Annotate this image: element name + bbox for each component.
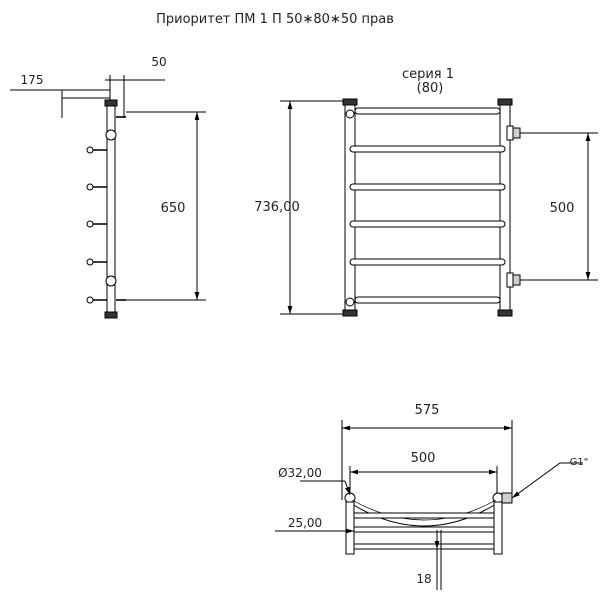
series-label: серия 1 [402, 67, 454, 82]
rung-3 [349, 183, 506, 191]
dim-label-175: 175 [21, 73, 44, 87]
thread-label: G1" [570, 457, 589, 468]
connection-top [105, 129, 117, 141]
rung-5 [349, 258, 506, 266]
dim-label-18: 18 [416, 572, 431, 586]
rung-1 [354, 107, 501, 115]
front-view: серия 1 (80) 736,00 500 [254, 67, 598, 317]
collector-cap-bottom [104, 311, 118, 319]
series-sublabel: (80) [417, 81, 444, 96]
dim-label-offset: 25,00 [288, 516, 322, 530]
dim-label-500-front: 500 [550, 201, 575, 216]
rung-2 [349, 145, 506, 153]
dim-label-50: 50 [151, 55, 166, 69]
connection-bottom [105, 275, 117, 287]
rung-4 [349, 220, 506, 228]
dim-label-500-top: 500 [411, 451, 436, 466]
drawing-title: Приоритет ПМ 1 П 50∗80∗50 прав [156, 12, 394, 27]
rung-6 [354, 296, 501, 304]
top-view: 575 500 Ø32,00 25,00 18 [275, 403, 588, 590]
side-view: 175 50 650 [10, 55, 206, 319]
dim-label-736: 736,00 [254, 200, 300, 215]
dim-label-575: 575 [415, 403, 440, 418]
dim-label-650: 650 [161, 201, 186, 216]
collector-cap-top [104, 99, 118, 107]
dim-label-diameter: Ø32,00 [278, 466, 322, 480]
left-collector [344, 103, 356, 313]
